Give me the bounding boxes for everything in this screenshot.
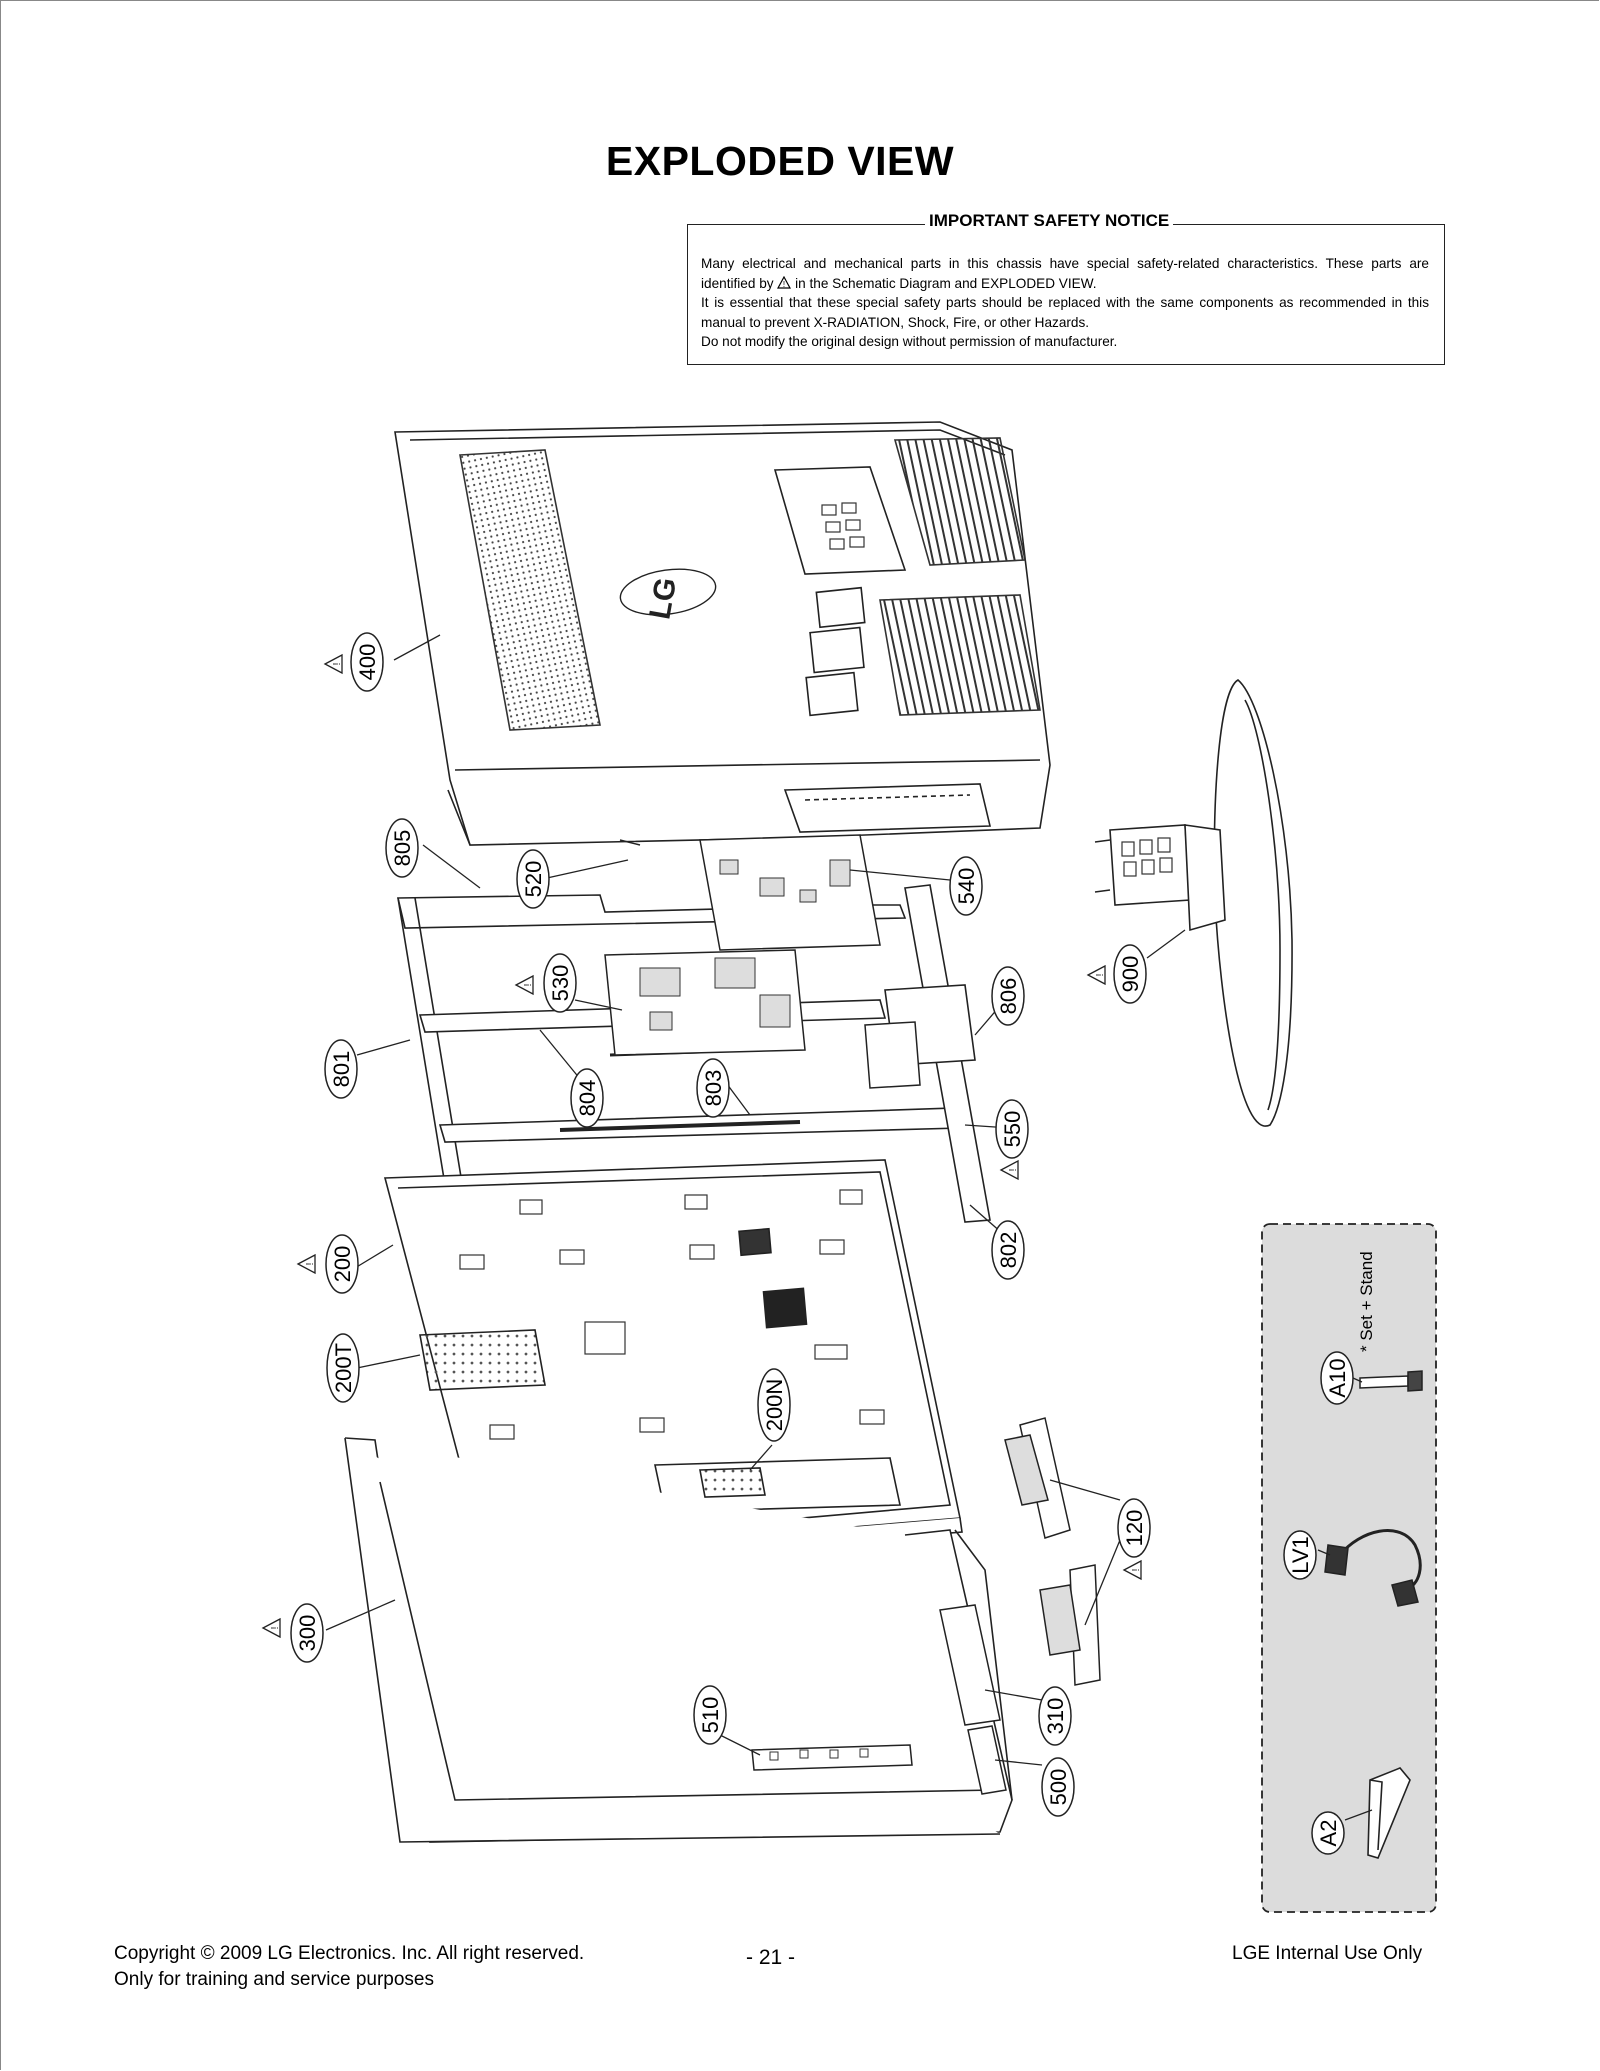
callout-A2: A2 [1311, 1811, 1345, 1855]
small-boards-part [751, 1604, 1007, 1795]
callout-803: 803 [696, 1058, 730, 1118]
callout-300-label: 300 [295, 1615, 320, 1652]
warning-triangle-icon: ! [777, 275, 792, 289]
safety-notice-body: Many electrical and mechanical parts in … [701, 254, 1429, 352]
callout-leader-lines [325, 634, 1373, 1821]
callout-A2-label: A2 [1316, 1820, 1341, 1847]
callout-801: 801 [324, 1039, 358, 1099]
warning-triangle-icon: ! [1122, 1559, 1142, 1581]
back-cover-keypad [821, 502, 865, 550]
callout-500: 500 [1041, 1757, 1075, 1817]
safety-notice-heading: IMPORTANT SAFETY NOTICE [925, 211, 1174, 231]
warning-triangle-icon: ! [323, 653, 343, 675]
front-bezel-part [344, 1437, 1013, 1843]
callout-A10-label: A10 [1325, 1358, 1350, 1397]
callout-802: 802 [991, 1220, 1025, 1280]
callout-400-label: 400 [355, 644, 380, 681]
callout-804-label: 804 [575, 1080, 600, 1117]
accessory-box [1261, 1223, 1437, 1913]
callout-806: 806 [991, 966, 1025, 1026]
stand-base-a2-part [1367, 1767, 1411, 1859]
safety-notice-box: IMPORTANT SAFETY NOTICE Many electrical … [687, 211, 1445, 365]
safety-notice-paragraph-3: Do not modify the original design withou… [701, 334, 1118, 350]
callout-200T: 200T [326, 1333, 360, 1403]
back-cover-part: LG [394, 421, 1051, 846]
callout-labels: 400 805 520 540 530 900 806 801 804 803 … [290, 632, 1376, 1855]
circuit-boards [604, 834, 921, 1089]
svg-text:!: ! [270, 1627, 281, 1630]
callout-LV1-label: LV1 [1288, 1536, 1313, 1574]
footer-copyright: Copyright © 2009 LG Electronics. Inc. Al… [114, 1943, 585, 1964]
callout-540: 540 [949, 856, 983, 916]
callout-200: 200 [325, 1234, 359, 1294]
warning-triangle-icon: ! [296, 1253, 316, 1275]
callout-LV1: LV1 [1283, 1530, 1317, 1580]
callout-520-label: 520 [521, 861, 546, 898]
callout-540-label: 540 [954, 868, 979, 905]
callout-804: 804 [570, 1068, 604, 1128]
callout-550: 550 [995, 1099, 1029, 1159]
callout-806-label: 806 [996, 978, 1021, 1015]
callout-900: 900 [1113, 944, 1147, 1004]
callout-120: 120 [1117, 1498, 1151, 1558]
callout-550-label: 550 [1000, 1111, 1025, 1148]
notice-line1-pre: Many electrical and mechanical parts in … [701, 256, 1429, 291]
callout-400: 400 [350, 632, 384, 692]
svg-text:!: ! [783, 280, 785, 289]
lg-logo: LG [643, 575, 683, 622]
svg-text:!: ! [1095, 974, 1106, 977]
callout-510: 510 [693, 1685, 727, 1745]
warning-triangle-icon: ! [261, 1617, 281, 1639]
warning-triangle-icon: ! [999, 1159, 1019, 1181]
safety-notice-paragraph-1: Many electrical and mechanical parts in … [701, 254, 1429, 293]
callout-530: 530 [543, 953, 577, 1013]
cable-lv1-part [1324, 1529, 1422, 1607]
page-title: EXPLODED VIEW [605, 138, 955, 184]
callout-805-label: 805 [390, 830, 415, 867]
callout-802-label: 802 [996, 1232, 1021, 1269]
footer-page-number: - 21 - [746, 1946, 796, 1969]
callout-510-label: 510 [698, 1697, 723, 1734]
callout-120-label: 120 [1122, 1510, 1147, 1547]
callout-805: 805 [385, 818, 419, 878]
callout-500-label: 500 [1046, 1769, 1071, 1806]
notice-line1-post: in the Schematic Diagram and EXPLODED VI… [795, 275, 1097, 291]
svg-text:!: ! [1131, 1569, 1142, 1572]
callout-520: 520 [516, 849, 550, 909]
callout-200N-label: 200N [762, 1379, 787, 1432]
safety-notice-paragraph-2: It is essential that these special safet… [701, 295, 1429, 330]
svg-text:!: ! [305, 1263, 316, 1266]
callout-530-label: 530 [548, 965, 573, 1002]
callout-900-label: 900 [1118, 956, 1143, 993]
svg-text:!: ! [1008, 1169, 1019, 1172]
svg-text:!: ! [523, 984, 534, 987]
callout-801-label: 801 [329, 1051, 354, 1088]
warning-triangle-icon: ! [514, 974, 534, 996]
svg-text:!: ! [332, 663, 343, 666]
warning-triangle-icon: ! [1086, 964, 1106, 986]
callout-803-label: 803 [701, 1070, 726, 1107]
callout-A10: A10 [1320, 1351, 1354, 1405]
callout-310: 310 [1038, 1686, 1072, 1746]
set-stand-note: * Set + Stand [1357, 1251, 1376, 1352]
button-assembly-part [1004, 1417, 1101, 1686]
callout-200T-label: 200T [331, 1343, 356, 1393]
footer-training: Only for training and service purposes [114, 1969, 434, 1990]
callout-310-label: 310 [1043, 1698, 1068, 1735]
screw-a10-part [1359, 1370, 1423, 1392]
callout-200N: 200N [757, 1368, 791, 1442]
footer-internal-use: LGE Internal Use Only [1232, 1943, 1423, 1964]
callout-200-label: 200 [330, 1246, 355, 1283]
callout-300: 300 [290, 1603, 324, 1663]
stand-part [1094, 679, 1293, 1127]
